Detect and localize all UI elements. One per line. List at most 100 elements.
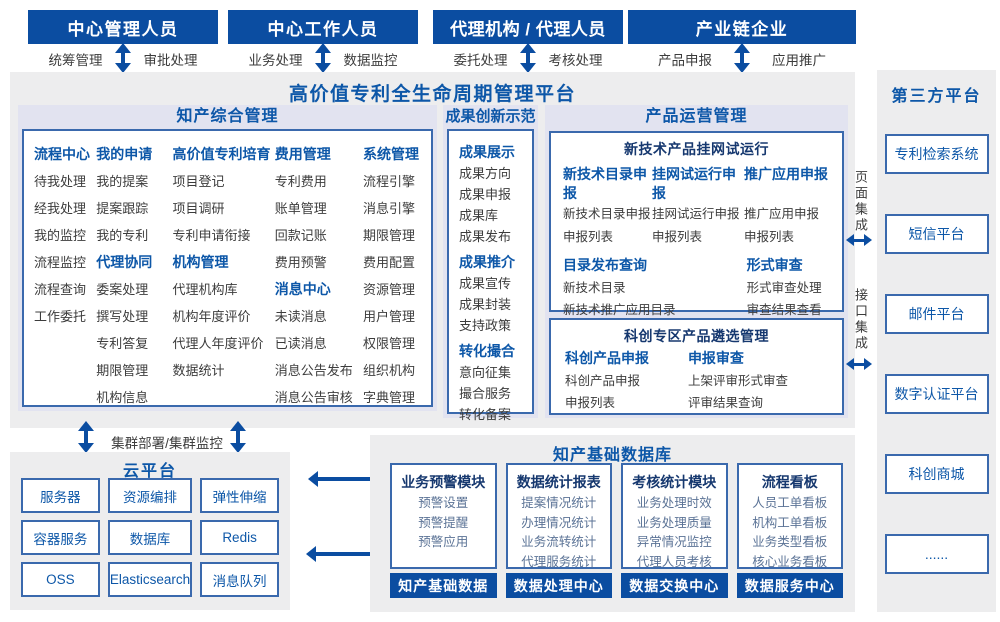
kb-module-header: 考核统计模块	[632, 474, 717, 490]
kb-module: 业务预警模块 预警设置预警提醒预警应用 知产基础数据	[390, 463, 497, 598]
group-header: 目录发布查询	[563, 257, 647, 273]
feature-item: 委案处理	[96, 282, 149, 297]
actor-title: 中心管理人员	[28, 10, 218, 44]
knowledge-base-title: 知产基础数据库	[552, 447, 672, 464]
vertical-double-arrow-icon	[115, 43, 131, 73]
group-header: 代理协同	[96, 254, 153, 270]
kb-module: 数据统计报表 提案情况统计办理情况统计业务流转统计代理服务统计 数据处理中心	[505, 463, 612, 598]
kb-footer-bar: 数据处理中心	[505, 573, 612, 598]
ip-column: 高价值专利培育项目登记项目调研专利申请衔接机构管理代理机构库机构年度评价代理人年…	[173, 141, 275, 405]
trial-run-box: 新技术产品挂网试运行 新技术目录申报新技术目录申报申报列表 挂网试运行申报挂网试…	[549, 131, 844, 339]
kb-feature-item: 代理服务统计	[521, 554, 597, 569]
actor-function-label: 产品申报	[658, 53, 712, 68]
feature-item: 代理人年度评价	[172, 336, 264, 351]
feature-item: 项目登记	[172, 174, 225, 189]
feature-item: 上架评审形式审查	[687, 374, 788, 388]
section-product-ops: 产品运营管理 新技术产品挂网试运行 新技术目录申报新技术目录申报申报列表 挂网试…	[545, 105, 848, 418]
kb-feature-item: 办理情况统计	[521, 515, 597, 530]
actor-functions: 统筹管理 审批处理	[28, 43, 218, 74]
group-header: 费用管理	[274, 146, 331, 162]
third-party-box: ......	[884, 534, 989, 574]
actor-function-label: 统筹管理	[48, 53, 103, 68]
trial-run-title: 新技术产品挂网试运行	[624, 141, 769, 157]
vertical-double-arrow-icon	[734, 43, 750, 73]
vertical-double-arrow-icon	[520, 43, 536, 73]
cloud-service-box: 容器服务	[21, 520, 100, 555]
feature-item: 代理机构库	[172, 282, 238, 297]
feature-item: 期限管理	[363, 228, 416, 243]
knowledge-base-modules: 业务预警模块 预警设置预警提醒预警应用 知产基础数据 数据统计报表 提案情况统计…	[390, 463, 843, 598]
group-header: 科创产品申报	[565, 350, 649, 366]
cloud-service-box: OSS	[21, 562, 100, 597]
selection-column: 申报审查上架评审形式审查评审结果查询	[688, 346, 832, 414]
feature-item: 申报列表	[565, 396, 616, 410]
feature-item: 转化备案	[459, 407, 512, 422]
third-party-panel: 第三方平台 专利检索系统短信平台邮件平台数字认证平台科创商城......	[877, 70, 996, 612]
group-header: 成果推介	[459, 254, 515, 270]
feature-item: 字典管理	[363, 390, 416, 405]
formal-review-group: 形式审查 形式审查处理审查结果查看	[747, 253, 832, 343]
trial-column: 推广应用申报推广应用申报申报列表	[744, 161, 832, 249]
vertical-double-arrow-icon	[78, 421, 94, 453]
selection-title: 科创专区产品遴选管理	[624, 328, 769, 344]
feature-item: 费用配置	[363, 255, 416, 270]
feature-item: 用户管理	[363, 309, 416, 324]
feature-item: 资源管理	[363, 282, 416, 297]
section-title: 知产综合管理	[176, 108, 279, 125]
actor-function-label: 考核处理	[548, 53, 603, 68]
feature-item: 成果宣传	[459, 276, 512, 291]
feature-item: 项目调研	[172, 201, 225, 216]
actor-function-label: 业务处理	[248, 53, 303, 68]
feature-item: 申报列表	[563, 230, 614, 244]
feature-item: 专利答复	[96, 336, 149, 351]
kb-feature-item: 业务流转统计	[521, 535, 597, 549]
kb-module: 考核统计模块 业务处理时效业务处理质量异常情况监控代理人员考核 数据交换中心	[621, 463, 728, 598]
platform-area: 高价值专利全生命周期管理平台 知产综合管理 流程中心待我处理经我处理我的监控流程…	[10, 72, 855, 428]
feature-item: 新技术目录	[563, 281, 626, 295]
selection-columns: 科创产品申报科创产品申报申报列表 申报审查上架评审形式审查评审结果查询	[551, 346, 842, 414]
kb-feature-item: 机构工单看板	[752, 515, 828, 530]
ip-column: 费用管理专利费用账单管理回款记账费用预警消息中心未读消息已读消息消息公告发布消息…	[275, 141, 363, 405]
kb-module-items: 人员工单看板机构工单看板业务类型看板核心业务看板	[739, 494, 842, 572]
kb-module: 流程看板 人员工单看板机构工单看板业务类型看板核心业务看板 数据服务中心	[736, 463, 843, 598]
feature-item: 流程查询	[34, 282, 87, 297]
feature-item: 形式审查处理	[746, 281, 822, 295]
achievement-groups: 成果展示成果方向成果申报成果库成果发布成果推介成果宣传成果封装支持政策转化撮合意…	[449, 131, 532, 425]
feature-item: 费用预警	[274, 255, 327, 270]
feature-item: 待我处理	[34, 174, 87, 189]
knowledge-base-panel: 知产基础数据库 业务预警模块 预警设置预警提醒预警应用 知产基础数据 数据统计报…	[370, 435, 855, 612]
third-party-box: 专利检索系统	[884, 134, 989, 174]
feature-item: 评审结果查询	[687, 396, 763, 410]
feature-item: 专利费用	[274, 174, 327, 189]
horizontal-double-arrow-icon	[846, 358, 872, 371]
selection-box: 科创专区产品遴选管理 科创产品申报科创产品申报申报列表 申报审查上架评审形式审查…	[549, 318, 844, 415]
cloud-service-box: Redis	[200, 520, 279, 555]
kb-footer-bar: 数据交换中心	[621, 573, 728, 598]
feature-item: 专利申请衔接	[172, 228, 251, 243]
group-header: 消息中心	[274, 281, 331, 297]
kb-module-box: 业务预警模块 预警设置预警提醒预警应用	[390, 463, 497, 569]
kb-module-items: 预警设置预警提醒预警应用	[392, 494, 495, 553]
group-header: 申报审查	[687, 350, 744, 366]
kb-module-box: 流程看板 人员工单看板机构工单看板业务类型看板核心业务看板	[736, 463, 843, 572]
kb-module-header: 流程看板	[761, 474, 818, 490]
feature-item: 提案跟踪	[96, 201, 149, 216]
feature-item: 挂网试运行申报	[652, 207, 740, 221]
group-header: 机构管理	[172, 254, 229, 270]
feature-item: 数据统计	[172, 363, 225, 378]
feature-item: 成果库	[459, 208, 499, 223]
cloud-platform-title: 云平台	[122, 463, 177, 480]
trial-column: 新技术目录申报新技术目录申报申报列表	[563, 161, 652, 249]
kb-module-header: 业务预警模块	[401, 474, 486, 490]
api-integration-label: 接口集成	[853, 288, 868, 352]
third-party-box: 数字认证平台	[884, 374, 989, 414]
page-integration-label: 页面集成	[853, 170, 868, 234]
actor-center-staff: 中心工作人员 业务处理 数据监控	[228, 10, 418, 74]
feature-item: 撰写处理	[96, 309, 149, 324]
section-title: 产品运营管理	[645, 108, 748, 125]
review-items: 形式审查处理审查结果查看	[747, 277, 832, 321]
platform-title: 高价值专利全生命周期管理平台	[288, 84, 576, 105]
ip-column: 流程中心待我处理经我处理我的监控流程监控流程查询工作委托	[34, 141, 96, 405]
